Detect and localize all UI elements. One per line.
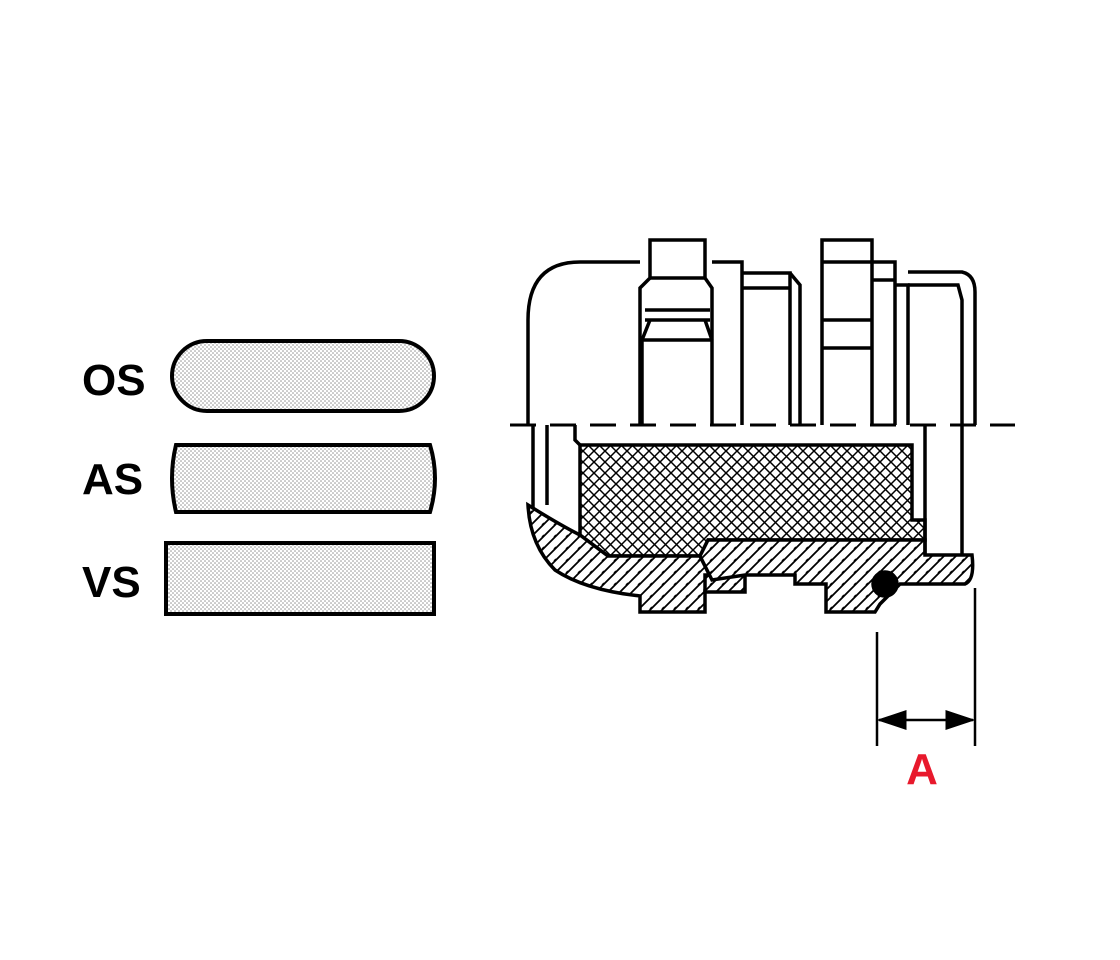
thread-end-profile [908,270,977,425]
o-ring-icon [871,570,899,598]
thread-swatch-vs [164,541,436,616]
label-vs: VS [82,558,141,607]
body-section [698,538,975,614]
hexagon-nut-icon [820,238,874,425]
body-step-2 [742,271,792,425]
dome-cap-profile [526,260,640,425]
dome-cap-section [526,501,715,614]
body-step-4 [872,260,897,425]
thread-swatch-os [170,339,436,413]
body-step-5 [895,283,910,425]
body-step-1 [712,260,744,425]
thread-inner-line [908,283,964,425]
dimension-a [875,588,977,746]
hexagon-nut-icon [638,238,714,425]
cable-gland-section [510,238,1015,614]
label-as: AS [82,455,143,504]
thread-swatch-as [170,443,437,514]
label-os: OS [82,356,146,405]
thread-bore [923,425,964,555]
body-step-3 [788,271,802,425]
dimension-label-a: A [906,745,938,794]
thread-types-legend: OS AS VS [82,339,437,616]
dome-inner-wall [531,425,549,510]
insert-edge [573,425,582,447]
